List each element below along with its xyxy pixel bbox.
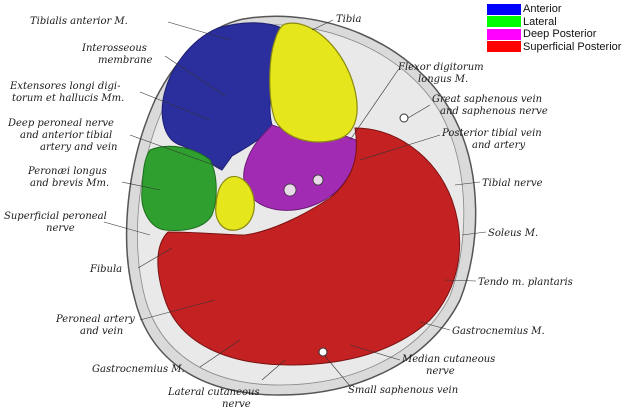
label-median-cutaneous: Median cutaneous bbox=[401, 354, 495, 365]
label-tibial-nerve: Tibial nerve bbox=[482, 178, 543, 189]
label-lateral-cutaneous-2: nerve bbox=[222, 399, 251, 410]
label-fibula: Fibula bbox=[89, 264, 122, 275]
tibia-bone bbox=[269, 22, 358, 143]
legend-label-deep-posterior: Deep Posterior bbox=[523, 28, 597, 41]
label-peronaei-2: and brevis Mm. bbox=[30, 178, 109, 189]
label-soleus: Soleus M. bbox=[488, 228, 538, 239]
leader-lines bbox=[103, 19, 487, 387]
legend-swatch-superficial-posterior bbox=[487, 41, 521, 53]
legend-swatch-lateral bbox=[487, 16, 521, 28]
label-interosseous-2: membrane bbox=[98, 55, 152, 66]
label-deep-peroneal: Deep peroneal nerve bbox=[7, 118, 114, 129]
vessel-peroneal bbox=[283, 183, 297, 197]
label-peronaei: Peronæi longus bbox=[27, 166, 107, 177]
label-median-cutaneous-2: nerve bbox=[426, 366, 455, 377]
label-gastrocnemius-left: Gastrocnemius M. bbox=[92, 364, 185, 375]
vessel-small-saphenous bbox=[318, 347, 328, 357]
label-great-saphenous-2: and saphenous nerve bbox=[440, 106, 548, 117]
legend-item-deep-posterior: Deep Posterior bbox=[487, 28, 637, 41]
compartment-legend: Anterior Lateral Deep Posterior Superfic… bbox=[487, 3, 637, 53]
label-interosseous: Interosseous bbox=[81, 43, 147, 54]
legend-label-lateral: Lateral bbox=[523, 15, 557, 28]
fibula-bone bbox=[215, 176, 255, 231]
label-peroneal-artery: Peroneal artery bbox=[55, 314, 135, 325]
vessel-great-saphenous bbox=[399, 113, 409, 123]
superficial-posterior-compartment bbox=[157, 127, 461, 366]
legend-item-superficial-posterior: Superficial Posterior bbox=[487, 41, 637, 54]
label-flexor: Flexor digitorum bbox=[397, 62, 484, 73]
label-lateral-cutaneous: Lateral cutaneous bbox=[167, 387, 260, 398]
legend-label-anterior: Anterior bbox=[523, 3, 562, 16]
label-posterior-tibial: Posterior tibial vein bbox=[441, 128, 542, 139]
label-peroneal-artery-2: and vein bbox=[80, 326, 123, 337]
label-flexor-2: longus M. bbox=[418, 74, 468, 85]
label-tibia: Tibia bbox=[336, 14, 361, 25]
label-tibialis-anterior: Tibialis anterior M. bbox=[30, 16, 128, 27]
legend-swatch-anterior bbox=[487, 3, 521, 15]
label-tendo: Tendo m. plantaris bbox=[478, 277, 573, 288]
label-posterior-tibial-2: and artery bbox=[472, 140, 525, 151]
label-great-saphenous: Great saphenous vein bbox=[432, 94, 542, 105]
label-extensores: Extensores longi digi- bbox=[9, 81, 121, 92]
label-extensores-2: torum et hallucis Mm. bbox=[12, 93, 124, 104]
lateral-compartment bbox=[141, 145, 217, 231]
label-superficial-peroneal: Superficial peroneal bbox=[4, 211, 107, 222]
legend-swatch-deep-posterior bbox=[487, 28, 521, 40]
label-small-saphenous: Small saphenous vein bbox=[348, 385, 458, 396]
label-deep-peroneal-3: artery and vein bbox=[40, 142, 117, 153]
label-deep-peroneal-2: and anterior tibial bbox=[20, 130, 112, 141]
vessel-posterior-tibial bbox=[312, 174, 324, 186]
label-superficial-peroneal-2: nerve bbox=[46, 223, 75, 234]
legend-label-superficial-posterior: Superficial Posterior bbox=[523, 40, 622, 53]
legend-item-anterior: Anterior bbox=[487, 3, 637, 16]
legend-item-lateral: Lateral bbox=[487, 16, 637, 29]
label-gastrocnemius-right: Gastrocnemius M. bbox=[452, 326, 545, 337]
